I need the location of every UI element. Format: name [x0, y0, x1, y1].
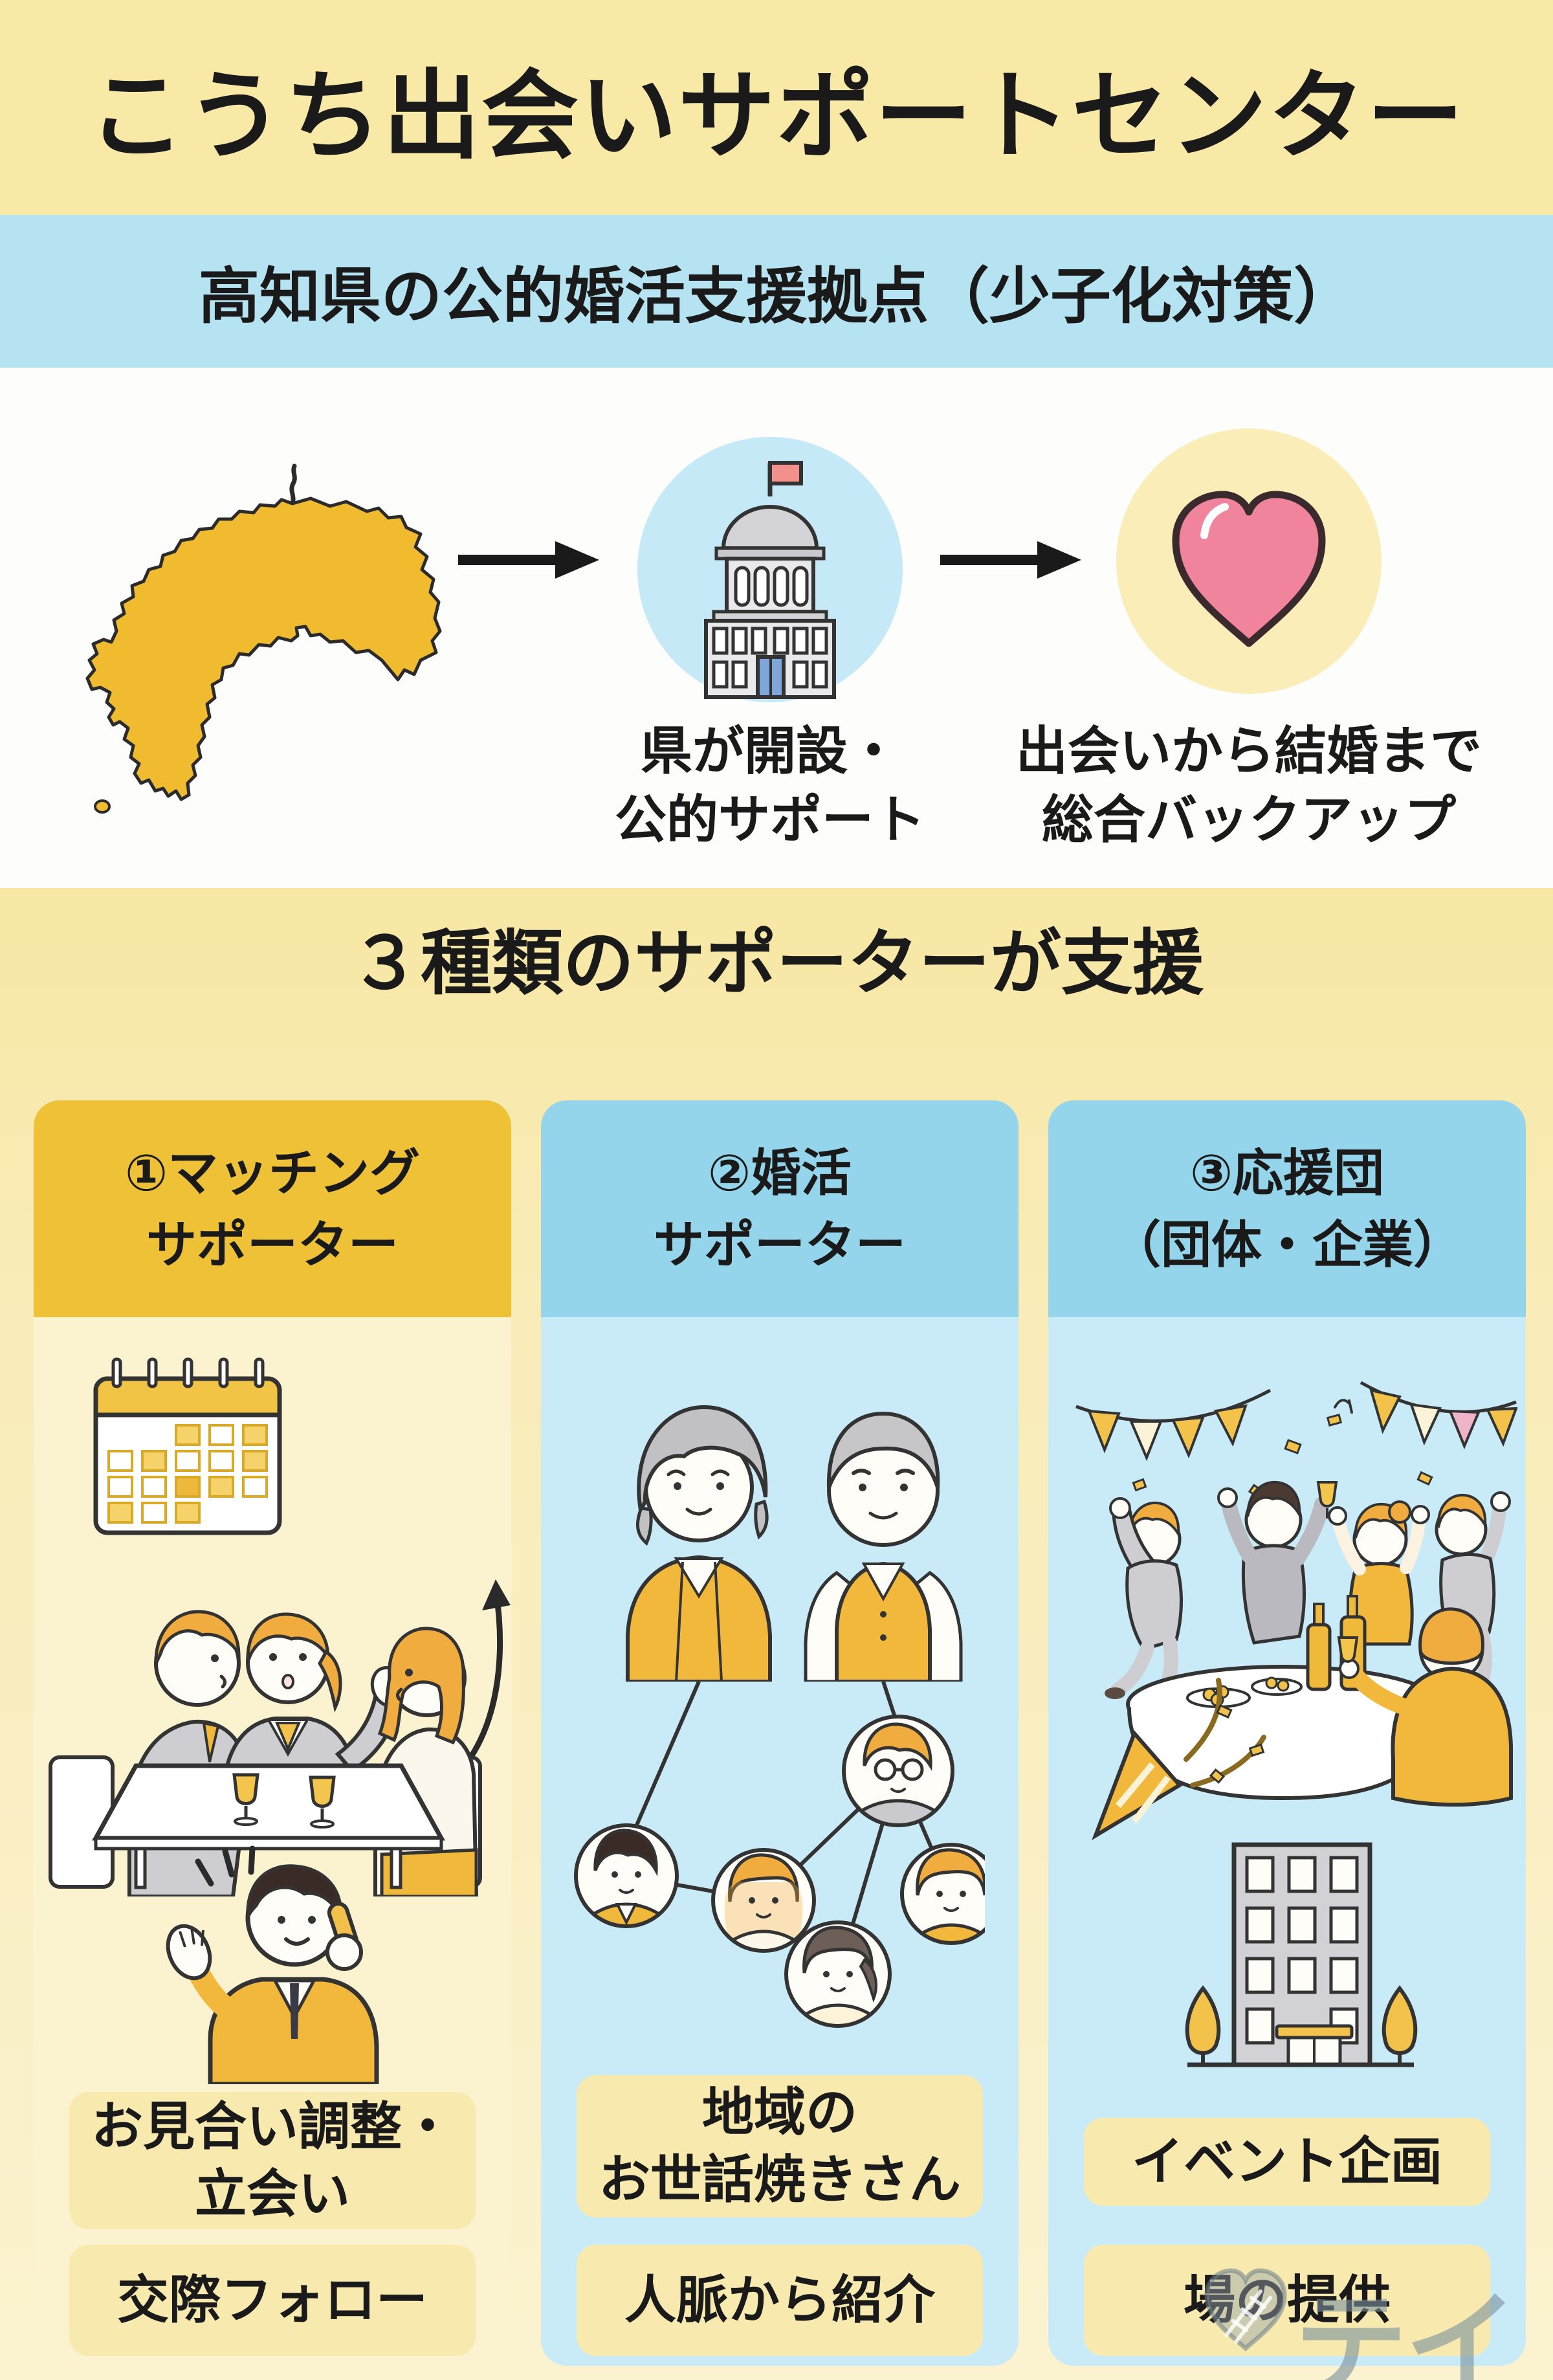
column-matching-header: ①マッチング サポーター	[34, 1100, 511, 1317]
supporter-network-illustration	[574, 1682, 985, 2028]
subtitle-band: 高知県の公的婚活支援拠点（少子化対策）	[0, 215, 1553, 368]
page-subtitle: 高知県の公的婚活支援拠点（少子化対策）	[198, 262, 1354, 330]
watermark-text: テイスペ!	[1294, 2283, 1518, 2380]
heart-icon	[1116, 428, 1382, 694]
label-konkatsu-2: 人脈から紹介	[577, 2245, 983, 2356]
government-building-icon	[637, 437, 903, 702]
matchmaking-meeting-illustration	[49, 1610, 482, 1896]
column-konkatsu-header: ②婚活 サポーター	[541, 1100, 1019, 1317]
calendar-icon	[93, 1357, 282, 1535]
label-konkatsu-1: 地域の お世話焼きさん	[577, 2075, 983, 2218]
phone-support-illustration	[166, 1845, 379, 2084]
supporters-heading: ３種類のサポーターが支援	[349, 924, 1204, 1003]
party-illustration	[1075, 1381, 1517, 1841]
title-band: こうち出会いサポートセンター	[0, 0, 1553, 215]
label-matching-1: お見合い調整・ 立会い	[69, 2092, 476, 2229]
kochi-map-icon	[85, 463, 442, 814]
label-ouendan-1: イベント企画	[1084, 2118, 1490, 2206]
arrow-right-icon	[940, 541, 1081, 579]
arrow-right-icon	[458, 541, 599, 579]
label-ouendan-2: 場の提供	[1084, 2245, 1490, 2356]
office-building-icon	[1185, 1842, 1418, 2067]
caption-building: 県が開設・ 公的サポート	[615, 722, 925, 849]
page-title: こうち出会いサポートセンター	[87, 61, 1465, 170]
elderly-couple-illustration	[626, 1405, 963, 1682]
watermark-heart-icon	[1204, 2268, 1287, 2352]
label-matching-2: 交際フォロー	[69, 2245, 476, 2356]
caption-heart: 出会いから結婚まで 総合バックアップ	[1016, 722, 1482, 849]
column-ouendan-header: ③応援団 （団体・企業）	[1048, 1100, 1526, 1317]
